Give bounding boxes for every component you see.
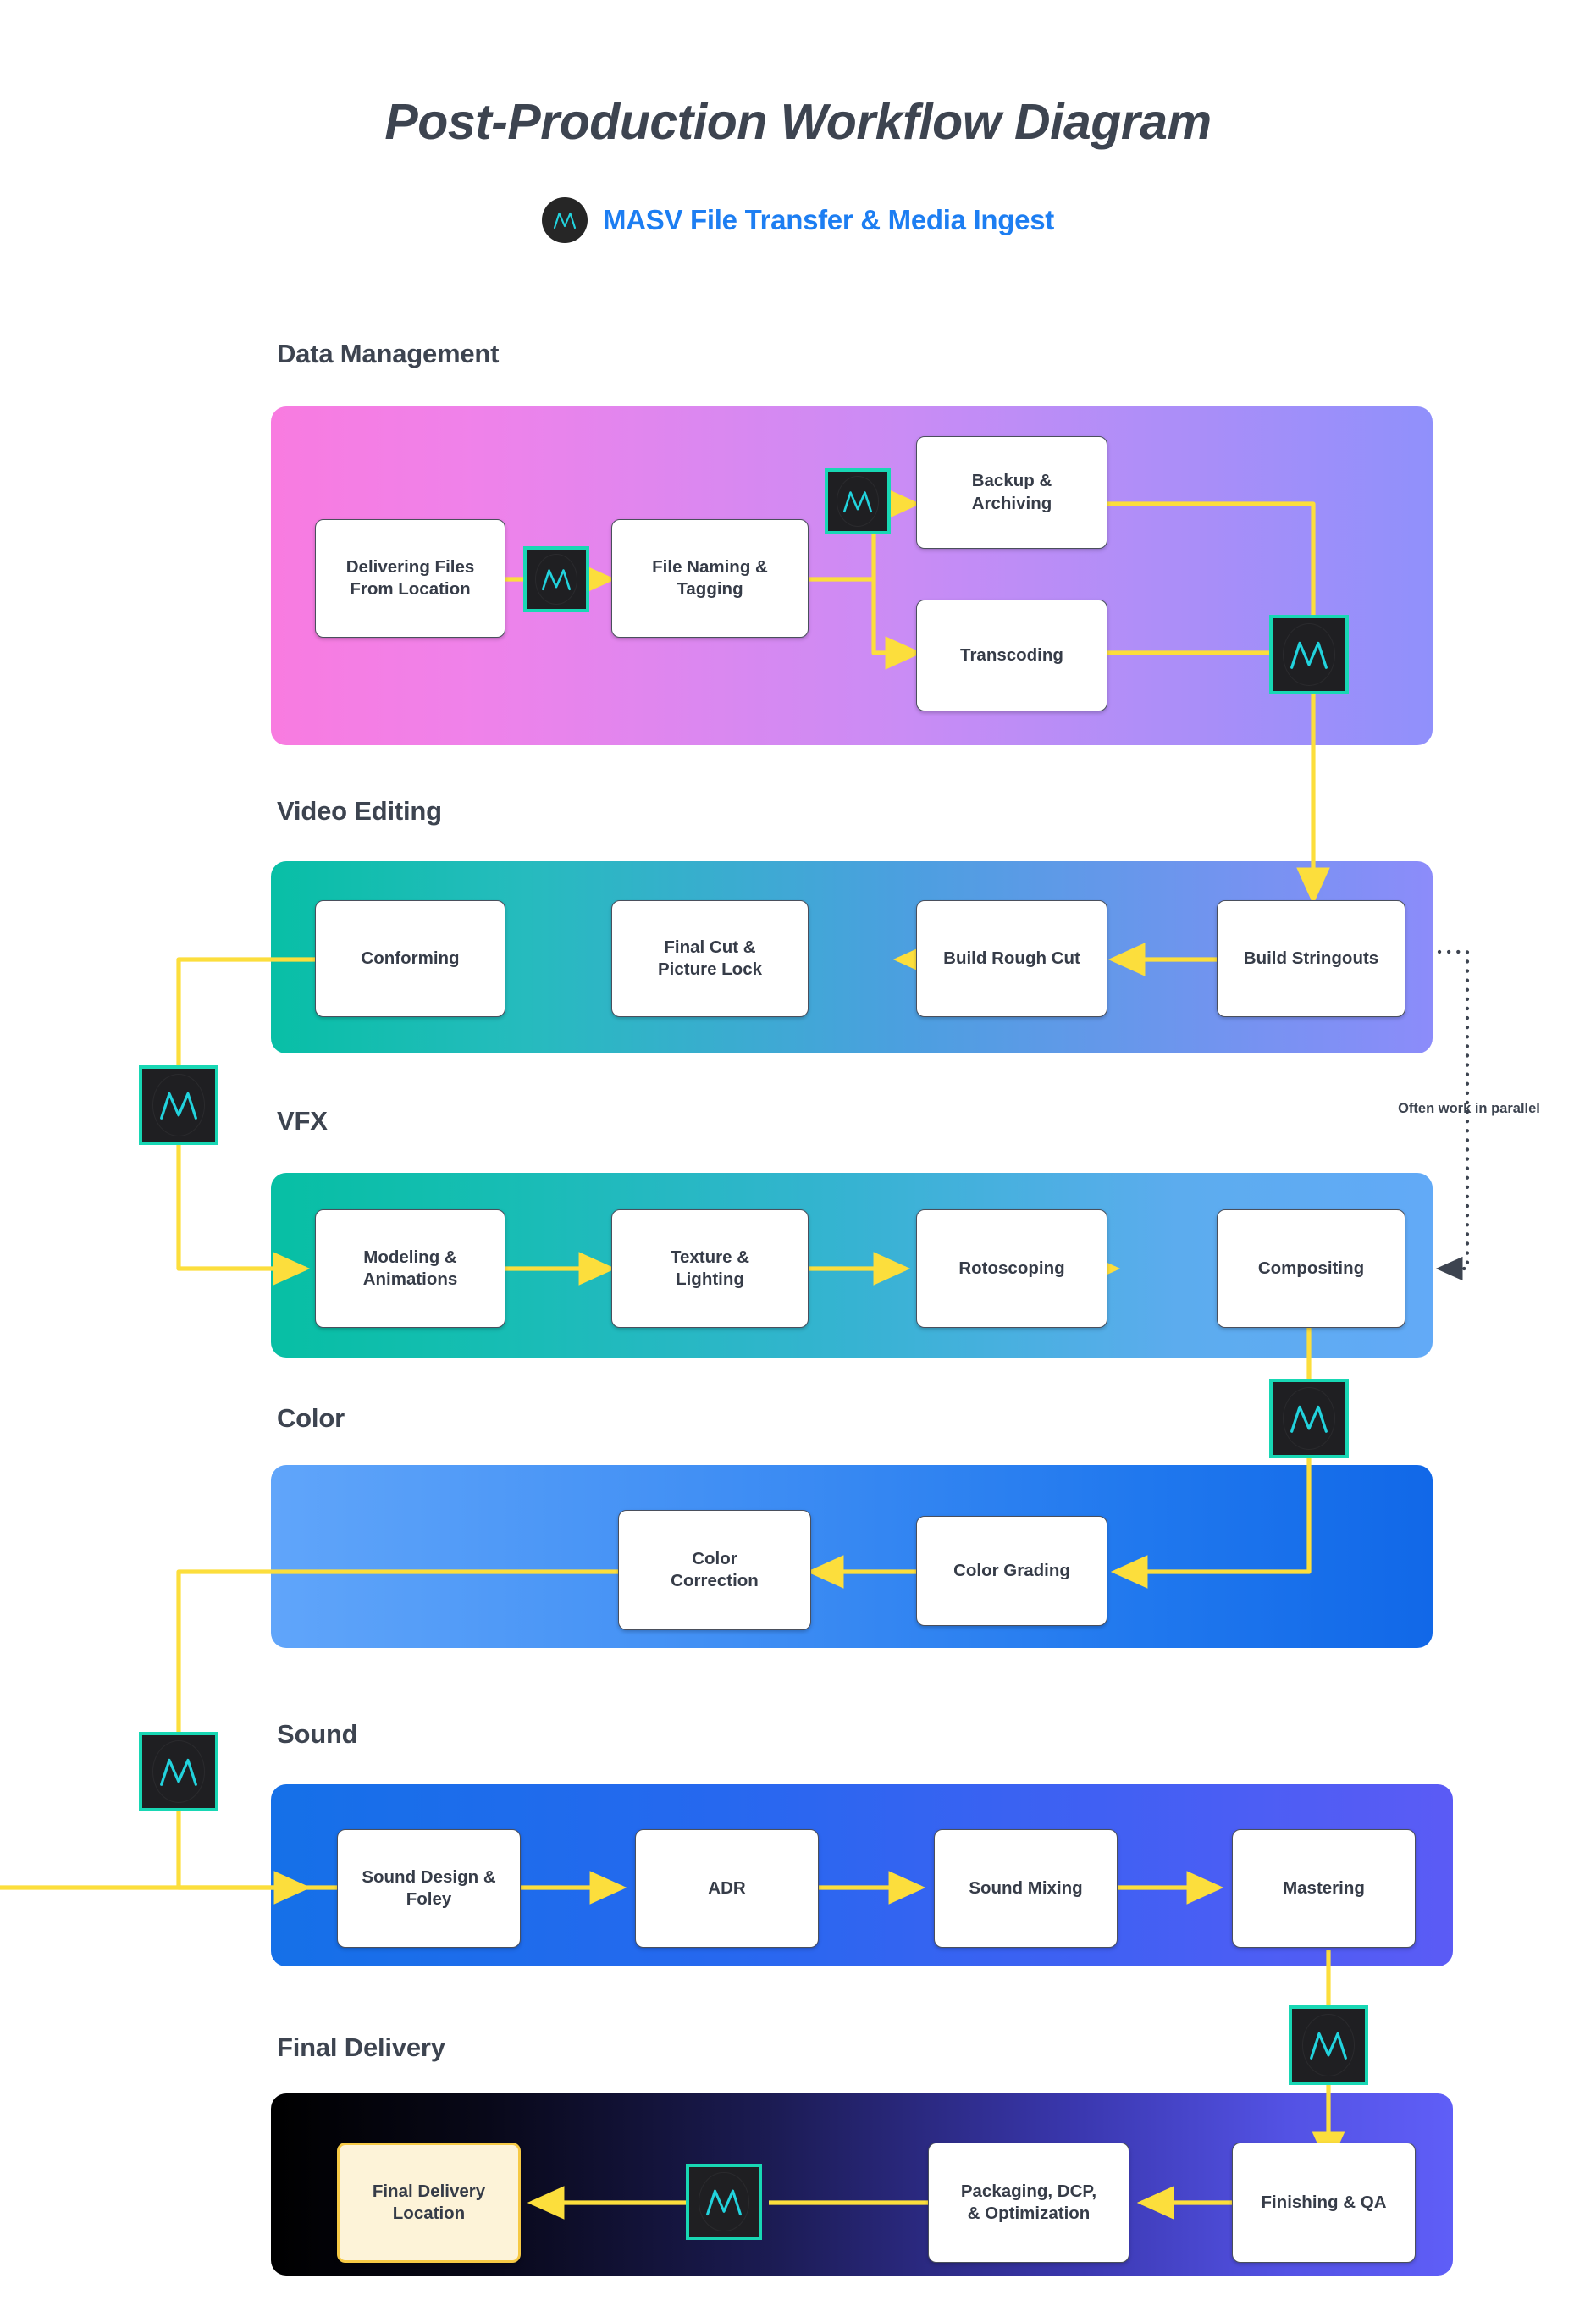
masv-logo-icon-naming-to-backup[interactable] [825,468,891,534]
parallel-note-label: Often work in parallel [1398,1101,1540,1116]
node-modeling-animations[interactable]: Modeling &Animations [315,1209,505,1328]
page-title: Post-Production Workflow Diagram [384,94,1212,150]
masv-logo-icon-video-to-vfx[interactable] [139,1065,218,1145]
node-transcoding[interactable]: Transcoding [916,600,1107,711]
badge-ellipse-decoration [836,475,880,528]
node-rotoscoping[interactable]: Rotoscoping [916,1209,1107,1328]
node-conforming[interactable]: Conforming [315,900,505,1017]
node-label: Build Stringouts [1243,948,1379,968]
masv-logo-icon-delivering-to-naming[interactable] [523,546,589,612]
node-label: Mastering [1283,1877,1365,1898]
badge-ellipse-decoration [1283,623,1335,686]
node-build-rough-cut[interactable]: Build Rough Cut [916,900,1107,1017]
masv-logo-icon-data-to-video[interactable] [1269,615,1349,694]
section-title-color: Color [277,1403,345,1433]
node-label: Sound Design &Foley [362,1866,496,1909]
section-title-sound: Sound [277,1719,358,1749]
node-label: Transcoding [960,644,1063,665]
band-color [271,1465,1433,1648]
badge-ellipse-decoration [534,553,578,606]
masv-logo-icon-packaging-to-location[interactable] [686,2164,762,2240]
node-finishing-qa[interactable]: Finishing & QA [1232,2143,1416,2263]
masv-logo-icon-vfx-to-color[interactable] [1269,1379,1349,1458]
badge-ellipse-decoration [152,1740,205,1803]
section-title-final-delivery: Final Delivery [277,2032,445,2062]
node-label: Rotoscoping [958,1258,1065,1278]
node-label: File Naming &Tagging [652,556,768,599]
node-label: Texture &Lighting [670,1247,750,1289]
node-label: Backup &Archiving [971,471,1052,513]
node-label: Conforming [361,948,460,968]
node-backup-archiving[interactable]: Backup &Archiving [916,436,1107,549]
node-label: Build Rough Cut [943,948,1080,968]
subtitle-row: MASV File Transfer & Media Ingest [0,197,1596,243]
node-label: ADR [708,1877,746,1898]
node-label: Finishing & QA [1261,2192,1387,2212]
masv-logo-icon [542,197,588,243]
node-label: Color Grading [953,1560,1070,1580]
subtitle-label: MASV File Transfer & Media Ingest [603,204,1054,235]
badge-ellipse-decoration [1302,2014,1355,2076]
badge-ellipse-decoration [152,1074,205,1136]
node-final-cut[interactable]: Final Cut &Picture Lock [611,900,809,1017]
node-label: Sound Mixing [969,1877,1083,1898]
node-compositing[interactable]: Compositing [1217,1209,1405,1328]
node-texture-lighting[interactable]: Texture &Lighting [611,1209,809,1328]
node-file-naming[interactable]: File Naming &Tagging [611,519,809,638]
node-label: Final Cut &Picture Lock [657,937,763,979]
node-adr[interactable]: ADR [635,1829,819,1948]
node-label: Packaging, DCP,& Optimization [960,2181,1097,2223]
node-label: Compositing [1257,1258,1365,1278]
node-sound-design-foley[interactable]: Sound Design &Foley [337,1829,521,1948]
badge-ellipse-decoration [1283,1387,1335,1450]
section-title-data-management: Data Management [277,339,500,368]
node-packaging-dcp[interactable]: Packaging, DCP,& Optimization [928,2143,1129,2263]
node-sound-mixing[interactable]: Sound Mixing [934,1829,1118,1948]
section-title-vfx: VFX [277,1106,328,1136]
masv-logo-icon-color-to-sound[interactable] [139,1732,218,1811]
section-title-video-editing: Video Editing [277,796,442,826]
masv-logo-icon-sound-to-final[interactable] [1289,2005,1368,2085]
node-mastering[interactable]: Mastering [1232,1829,1416,1948]
node-build-stringouts[interactable]: Build Stringouts [1217,900,1405,1017]
node-label: Modeling &Animations [362,1247,458,1289]
badge-ellipse-decoration [699,2171,749,2232]
node-color-grading[interactable]: Color Grading [916,1516,1107,1626]
